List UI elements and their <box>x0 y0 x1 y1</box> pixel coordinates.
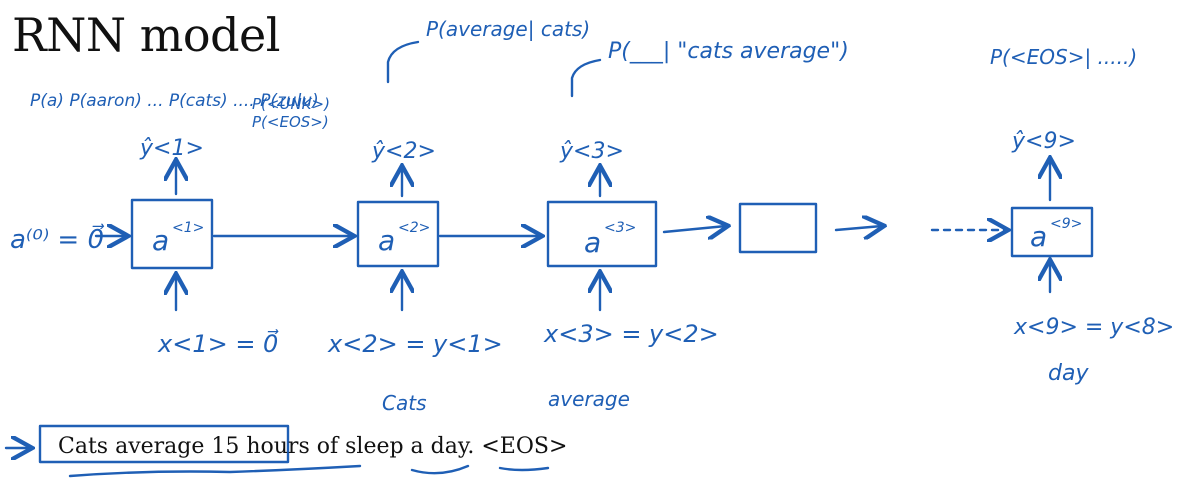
rnn-cell-9: a <9> ŷ<9> x<9> = y<8> day <box>1010 129 1174 386</box>
cell-3-activation: a <box>584 226 601 259</box>
rnn-cell-2: a <2> ŷ<2> x<2> = y<1> Cats <box>327 139 503 415</box>
step3-prob-label: P(___| "cats average") <box>608 39 849 64</box>
cell-1-input: x<1> = 0⃗ <box>157 329 279 358</box>
cell-2-activation: a <box>378 224 395 257</box>
cell-9-output: ŷ<9> <box>1011 129 1076 154</box>
underline-words <box>68 464 362 478</box>
step9-prob-label: P(<EOS>| .....) <box>990 45 1137 69</box>
sentence-highlight-box <box>38 424 290 464</box>
rnn-cell-empty <box>738 202 818 254</box>
cell-2-word: Cats <box>382 391 426 415</box>
cell-3-word: average <box>548 387 630 411</box>
rnn-cell-1: a <1> ŷ<1> x<1> = 0⃗ <box>130 136 279 358</box>
cell-2-input: x<2> = y<1> <box>327 330 503 358</box>
cell-1-activation: a <box>152 224 169 257</box>
cell-9-input: x<9> = y<8> <box>1013 315 1174 340</box>
cell-2-output: ŷ<2> <box>371 139 436 164</box>
a0-label: a⁽⁰⁾ = 0⃗ <box>10 223 105 255</box>
vocab-probs-label: P(a) P(aaron) ... P(cats) .... P(zulu) <box>30 91 319 111</box>
cell-9-activation: a <box>1030 220 1047 253</box>
cell-3-input: x<3> = y<2> <box>543 320 719 348</box>
cell-2-sup: <2> <box>398 220 430 236</box>
underline-day <box>498 466 550 472</box>
example-sentence: Cats average 15 hours of sleep a day. <E… <box>58 434 568 459</box>
underline-sleep <box>410 464 470 475</box>
cell-3-sup: <3> <box>604 220 636 236</box>
cell-1-output: ŷ<1> <box>139 136 204 161</box>
cell-3-output: ŷ<3> <box>559 139 624 164</box>
cell-9-sup: <9> <box>1050 216 1082 232</box>
step2-prob-label: P(average| cats) <box>426 17 590 41</box>
cell-9-word: day <box>1048 361 1089 386</box>
unk-prob-label: P(<UNK>) <box>252 95 330 113</box>
rnn-cell-3: a <3> ŷ<3> x<3> = y<2> average <box>543 139 719 411</box>
cell-1-sup: <1> <box>172 220 204 236</box>
eos-prob-label: P(<EOS>) <box>252 113 329 131</box>
slide-title: RNN model <box>12 8 280 62</box>
